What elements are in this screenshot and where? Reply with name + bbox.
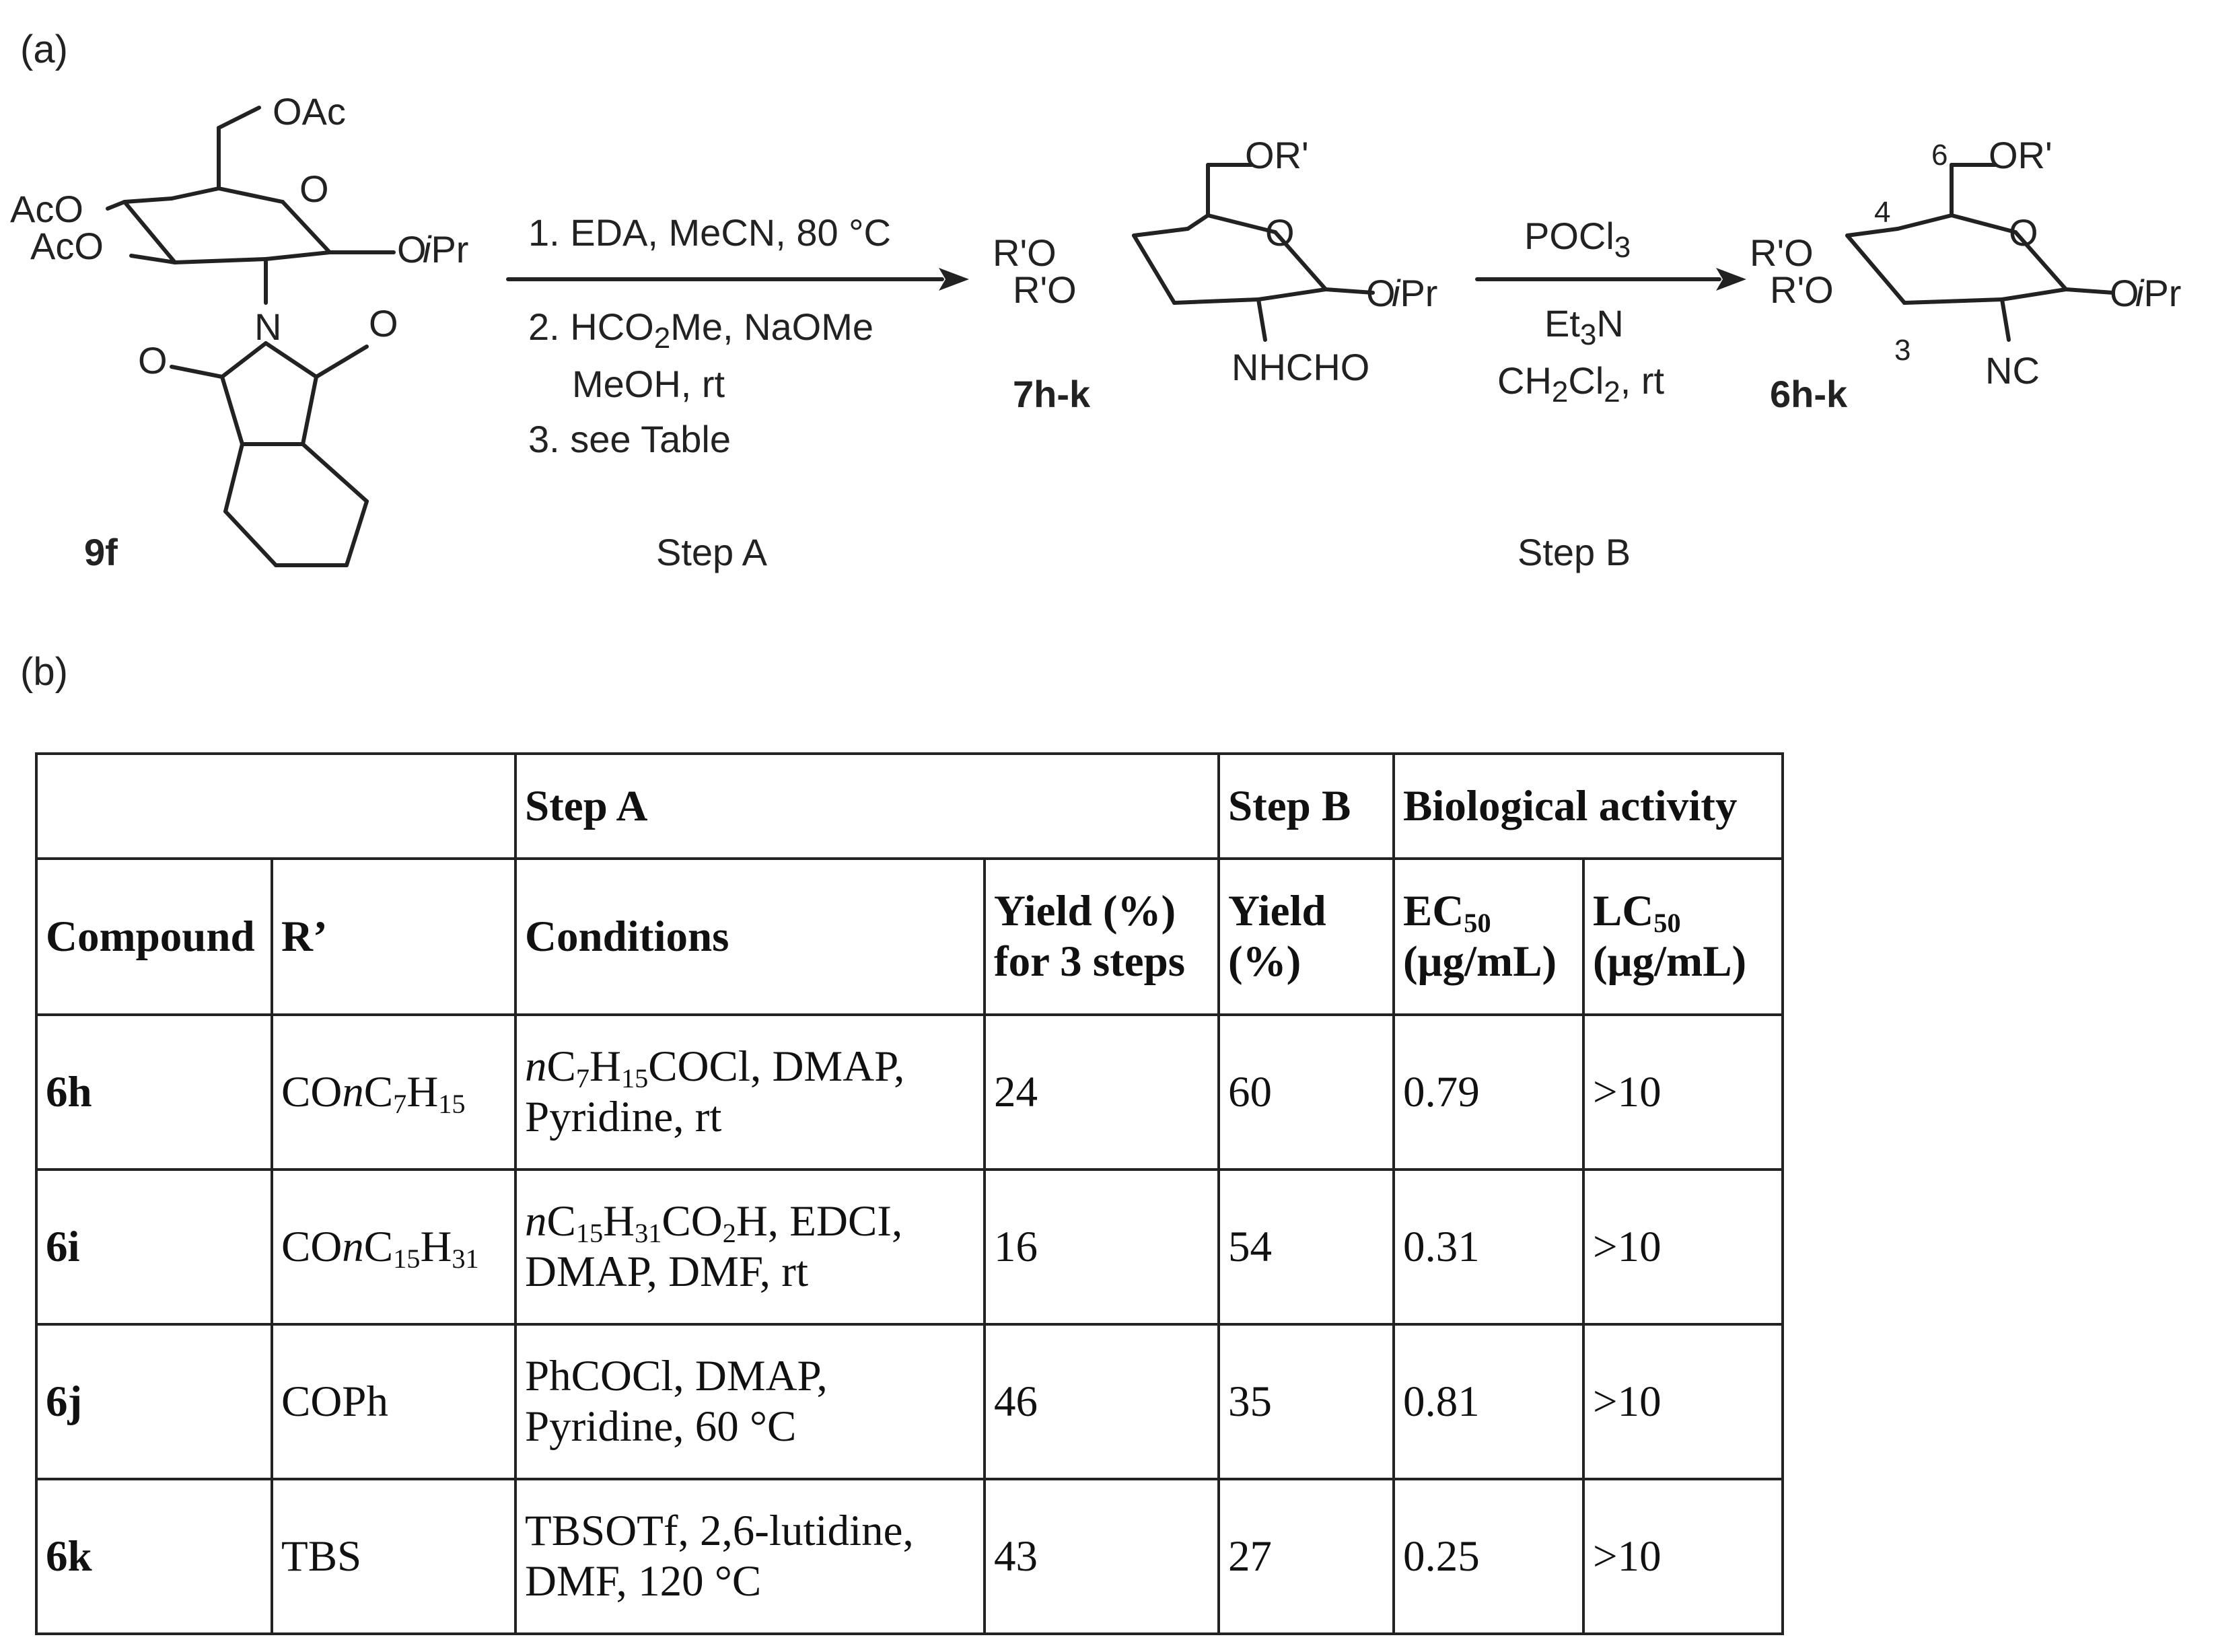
yield-b-cell: 54 — [1217, 1168, 1395, 1326]
aco-label-1: AcO — [10, 188, 83, 230]
ec50-cell: 0.79 — [1392, 1013, 1585, 1171]
r-cell: COnC7H15 — [271, 1013, 517, 1171]
compound-cell: 6k — [35, 1478, 273, 1635]
carbonyl-o-right: O — [369, 302, 398, 345]
results-table: Step A Step B Biological activity Compou… — [35, 752, 1784, 1635]
position-6-label: 6 — [1931, 139, 1948, 172]
ring-oxygen-6: O — [2009, 211, 2038, 254]
table-group-header-row: Step A Step B Biological activity — [35, 752, 1784, 860]
compound-cell: 6i — [35, 1168, 273, 1326]
r-cell: COnC15H31 — [271, 1168, 517, 1326]
r-cell: COPh — [271, 1323, 517, 1480]
yield-a-cell: 16 — [983, 1168, 1220, 1326]
o-ipr-oxygen-6: O — [2110, 272, 2139, 314]
step-b-group-header: Step B — [1217, 752, 1395, 860]
r-cell: TBS — [271, 1478, 517, 1635]
or-top-label-7: OR' — [1245, 134, 1309, 176]
lc50-header: LC50(μg/mL) — [1582, 857, 1784, 1016]
ipr-label-6: iPr — [2135, 272, 2181, 314]
step-b-condition-1: POCl3 — [1524, 215, 1631, 264]
or-top-label-6: OR' — [1989, 134, 2052, 176]
ec50-header: EC50(μg/mL) — [1392, 857, 1585, 1016]
lc50-cell: >10 — [1582, 1323, 1784, 1480]
nc-label: NC — [1985, 349, 2040, 392]
compound-7hk-label: 7h-k — [1013, 373, 1091, 415]
step-b-condition-2: Et3N — [1544, 302, 1624, 351]
ro-label-7a: R'O — [993, 231, 1057, 274]
step-b-label: Step B — [1517, 531, 1631, 573]
nhcho-label: NHCHO — [1231, 346, 1369, 388]
ro-label-6b: R'O — [1770, 268, 1834, 311]
yield-a-header: Yield (%)for 3 steps — [983, 857, 1220, 1016]
ec50-cell: 0.81 — [1392, 1323, 1585, 1480]
o-ipr-oxygen-7: O — [1366, 272, 1396, 314]
r-header: R’ — [271, 857, 517, 1016]
table-header-row: Compound R’ Conditions Yield (%)for 3 st… — [35, 857, 1784, 1016]
carbonyl-o-left: O — [138, 339, 168, 382]
step-a-condition-2b: MeOH, rt — [572, 363, 725, 405]
empty-header-cell — [35, 752, 517, 860]
bio-activity-group-header: Biological activity — [1392, 752, 1784, 860]
yield-a-cell: 24 — [983, 1013, 1220, 1171]
ec50-cell: 0.31 — [1392, 1168, 1585, 1326]
panel-label-b: (b) — [20, 650, 68, 694]
ipr-label: iPr — [423, 228, 468, 271]
compound-cell: 6j — [35, 1323, 273, 1480]
conditions-cell: PhCOCl, DMAP,Pyridine, 60 °C — [514, 1323, 986, 1480]
compound-9f-label: 9f — [84, 531, 118, 573]
table-row: 6j COPh PhCOCl, DMAP,Pyridine, 60 °C 46 … — [35, 1323, 1784, 1480]
yield-a-cell: 43 — [983, 1478, 1220, 1635]
n-label: N — [254, 306, 281, 348]
ring-oxygen-label: O — [299, 168, 329, 210]
yield-a-cell: 46 — [983, 1323, 1220, 1480]
ec50-cell: 0.25 — [1392, 1478, 1585, 1635]
yield-b-cell: 27 — [1217, 1478, 1395, 1635]
position-3-label: 3 — [1894, 334, 1911, 367]
conditions-cell: nC15H31CO2H, EDCI,DMAP, DMF, rt — [514, 1168, 986, 1326]
ro-label-6a: R'O — [1750, 231, 1814, 274]
table-row: 6k TBS TBSOTf, 2,6-lutidine,DMF, 120 °C … — [35, 1478, 1784, 1635]
position-4-label: 4 — [1874, 196, 1890, 229]
panel-label-a: (a) — [20, 28, 68, 71]
ring-oxygen-7: O — [1265, 211, 1295, 254]
table-row: 6h COnC7H15 nC7H15COCl, DMAP,Pyridine, r… — [35, 1013, 1784, 1171]
step-a-group-header: Step A — [514, 752, 1220, 860]
compound-6hk-label: 6h-k — [1770, 373, 1848, 415]
compound-cell: 6h — [35, 1013, 273, 1171]
conditions-cell: nC7H15COCl, DMAP,Pyridine, rt — [514, 1013, 986, 1171]
oac-label: OAc — [273, 90, 346, 133]
table-row: 6i COnC15H31 nC15H31CO2H, EDCI,DMAP, DMF… — [35, 1168, 1784, 1326]
step-a-condition-1: 1. EDA, MeCN, 80 °C — [528, 211, 891, 254]
step-a-condition-3: 3. see Table — [528, 418, 731, 460]
reaction-scheme: OAc AcO AcO O O iPr N O O 9f 1. EDA, MeC… — [10, 90, 2181, 573]
lc50-cell: >10 — [1582, 1013, 1784, 1171]
conditions-cell: TBSOTf, 2,6-lutidine,DMF, 120 °C — [514, 1478, 986, 1635]
conditions-header: Conditions — [514, 857, 986, 1016]
step-a-condition-2: 2. HCO2Me, NaOMe — [528, 306, 873, 355]
yield-b-header: Yield(%) — [1217, 857, 1395, 1016]
step-b-condition-3: CH2Cl2, rt — [1497, 359, 1665, 408]
o-ipr-oxygen: O — [397, 228, 427, 271]
ipr-label-7: iPr — [1392, 272, 1437, 314]
step-a-label: Step A — [656, 531, 768, 573]
lc50-cell: >10 — [1582, 1478, 1784, 1635]
aco-label-2: AcO — [30, 225, 104, 267]
ro-label-7b: R'O — [1013, 268, 1077, 311]
compound-header: Compound — [35, 857, 273, 1016]
lc50-cell: >10 — [1582, 1168, 1784, 1326]
yield-b-cell: 35 — [1217, 1323, 1395, 1480]
yield-b-cell: 60 — [1217, 1013, 1395, 1171]
